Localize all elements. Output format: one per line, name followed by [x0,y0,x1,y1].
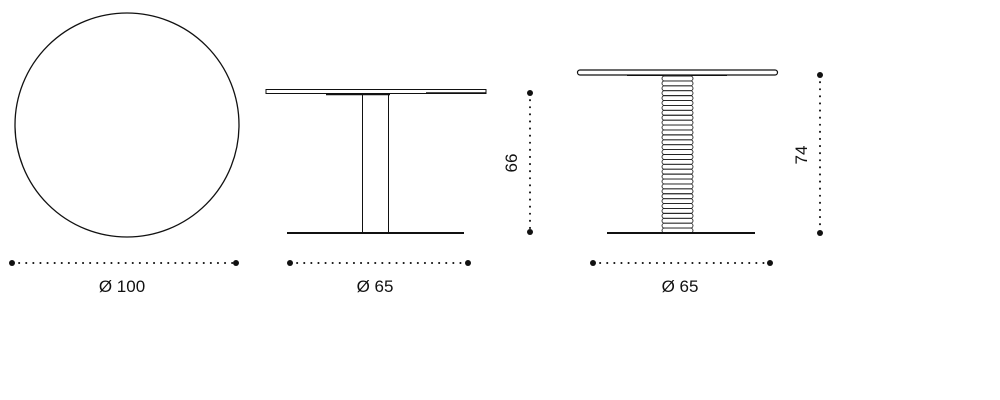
height-label: 74 [792,146,811,165]
pedestal [362,93,389,234]
table-top-circle [14,12,240,238]
pedestal-ring [661,188,694,195]
ringed-pedestal [661,75,694,234]
pedestal-ring [661,144,694,151]
pedestal-ring [661,100,694,106]
pedestal-ring [661,217,694,224]
pedestal-ring [661,109,694,116]
pedestal-ring [661,149,694,155]
diameter-label: Ø 65 [357,277,394,296]
diameter-label: Ø 65 [662,277,699,296]
table-top-view: Ø 100 [9,12,240,296]
pedestal-ring [661,90,694,97]
pedestal-ring [661,104,694,111]
dimension-endpoint [465,260,471,266]
dimension-endpoint [287,260,293,266]
pedestal-ring [661,193,694,200]
pedestal-ring [661,203,694,209]
dimension-endpoint [233,260,239,266]
pedestal-ring [661,85,694,92]
dimension-endpoint [590,260,596,266]
pedestal-ring [661,212,694,219]
pedestal-ring [661,222,694,229]
diameter-label: Ø 100 [99,277,145,296]
pedestal-ring [661,154,694,160]
pedestal-ring [661,158,694,165]
pedestal-ring [661,163,694,170]
pedestal-ring [661,173,694,180]
table-side-view-low: Ø 65 66 [265,89,533,296]
table-side-view-high: Ø 65 74 [576,69,823,296]
pedestal-ring [661,129,694,136]
dimension-endpoint [817,230,823,236]
pedestal-ring [661,183,694,190]
pedestal-ring [661,178,694,185]
height-label: 66 [502,154,521,173]
dimension-endpoint [9,260,15,266]
pedestal-ring [661,208,694,214]
pedestal-ring [661,124,694,131]
pedestal-ring [661,168,694,175]
pedestal-ring [661,134,694,141]
pedestal-ring [661,198,694,205]
pedestal-ring [661,80,694,87]
dimension-endpoint [527,229,533,235]
dimension-endpoint [817,72,823,78]
tabletop [576,69,779,76]
pedestal-ring [661,139,694,146]
pedestal-ring [661,75,694,82]
pedestal-ring [661,95,694,101]
dimension-endpoint [527,90,533,96]
pedestal-ring [661,119,694,126]
dimension-endpoint [767,260,773,266]
pedestal-ring [661,114,694,121]
